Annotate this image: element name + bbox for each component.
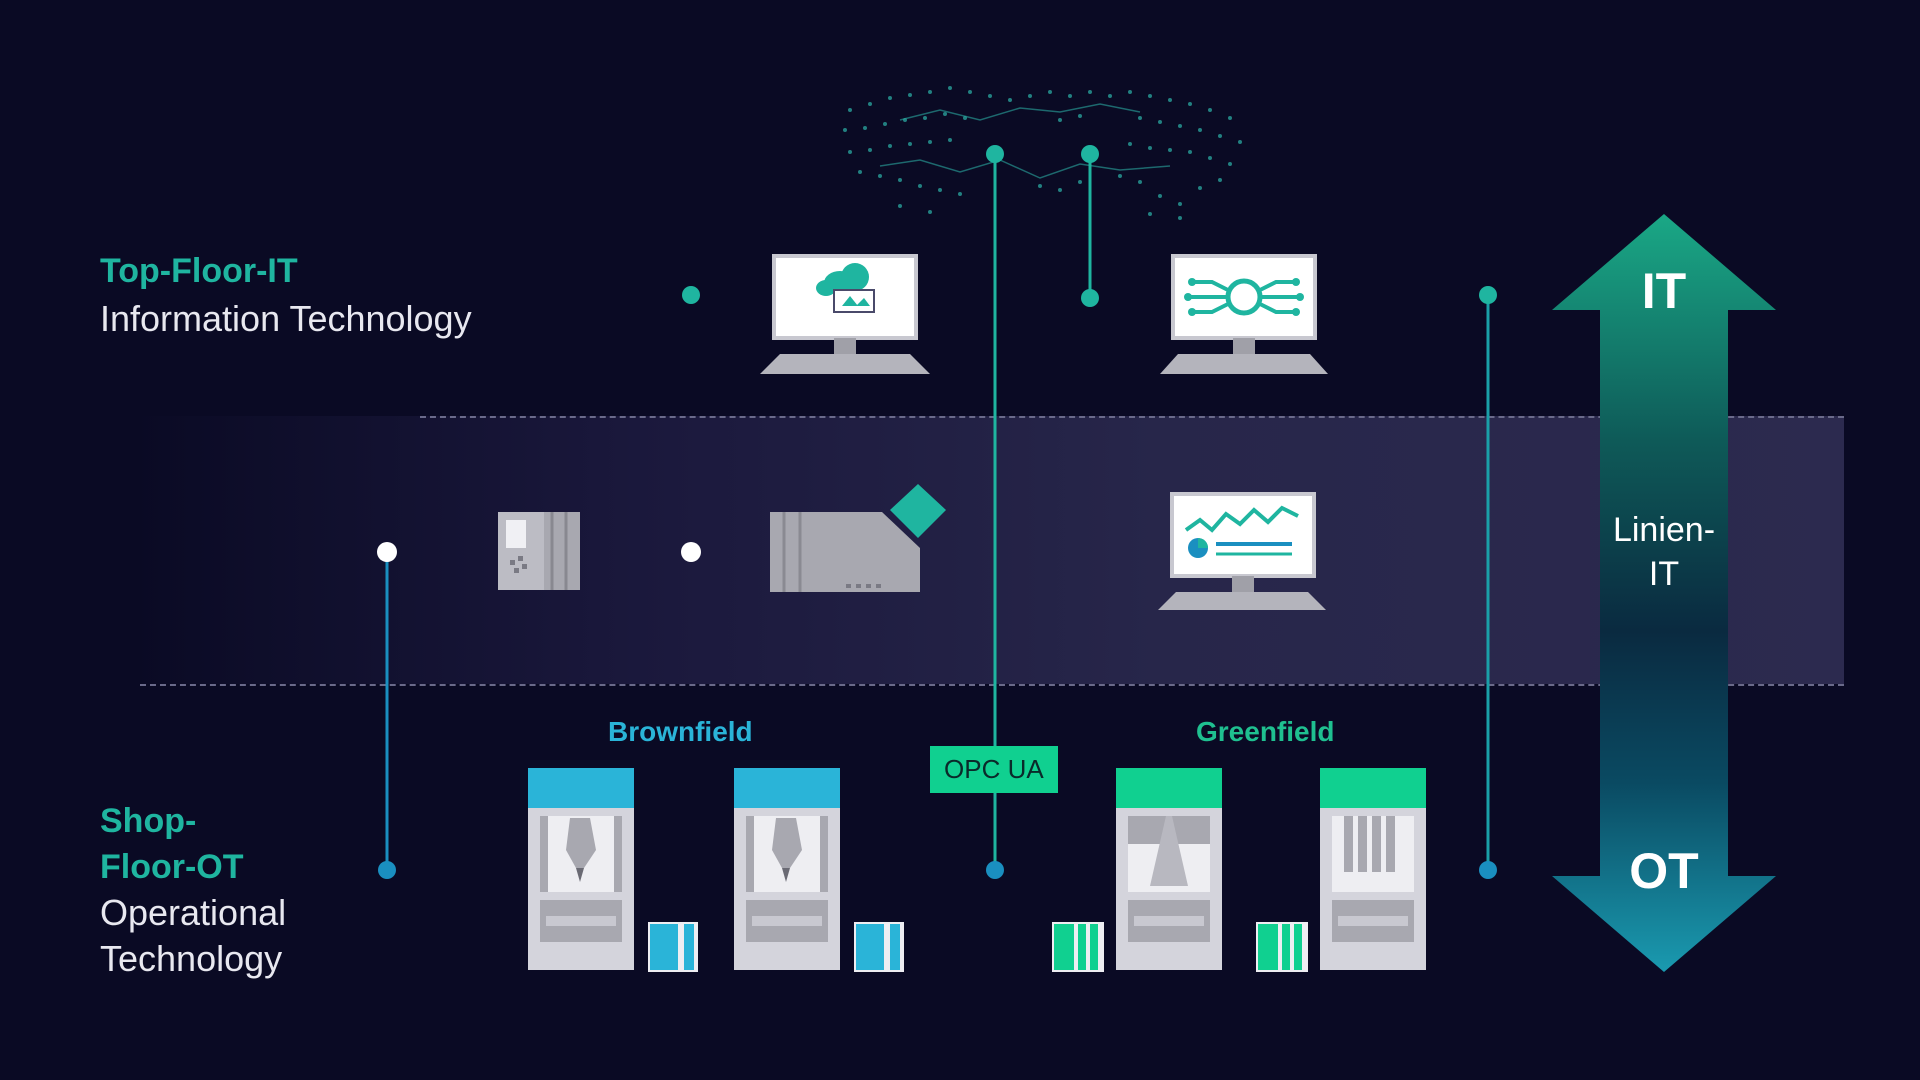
linien-it-label-line2: IT bbox=[1648, 555, 1680, 593]
arrow-it-label: IT bbox=[1641, 263, 1687, 319]
greenfield-label: Greenfield bbox=[1196, 716, 1335, 747]
line-it-band bbox=[130, 416, 1844, 684]
it-ot-double-arrow bbox=[1552, 214, 1776, 972]
plc-controller-icon bbox=[498, 512, 580, 590]
shop-floor-subtitle-line1: Operational bbox=[100, 892, 287, 933]
greenfield-machine-2 bbox=[1320, 768, 1426, 970]
network-hub-monitor-icon bbox=[1160, 254, 1328, 374]
brownfield-label: Brownfield bbox=[608, 716, 753, 747]
brownfield-machine-2 bbox=[734, 768, 840, 970]
arrow-ot-label: OT bbox=[1629, 843, 1699, 899]
greenfield-controller-1 bbox=[1052, 922, 1104, 972]
cloud-monitor-icon bbox=[760, 254, 930, 374]
linien-it-label-line1: Linien- bbox=[1612, 511, 1716, 549]
circuit-cloud-icon bbox=[843, 86, 1242, 220]
upper-dashed-divider bbox=[420, 416, 1844, 418]
shop-floor-title-line2: Floor-OT bbox=[100, 848, 244, 886]
lower-dashed-divider bbox=[140, 684, 1844, 686]
shop-floor-subtitle-line2: Technology bbox=[100, 938, 283, 979]
opc-ua-badge: OPC UA bbox=[930, 746, 1058, 793]
top-floor-title: Top-Floor-IT bbox=[100, 252, 298, 290]
brownfield-machine-1 bbox=[528, 768, 634, 970]
shop-floor-title-line1: Shop- bbox=[100, 802, 197, 840]
greenfield-controller-2 bbox=[1256, 922, 1308, 972]
brownfield-controller-2 bbox=[854, 922, 904, 972]
greenfield-machine-1 bbox=[1116, 768, 1222, 970]
chart-monitor-icon bbox=[1158, 492, 1326, 610]
top-floor-subtitle: Information Technology bbox=[100, 298, 472, 339]
brownfield-controller-1 bbox=[648, 922, 698, 972]
edge-device-icon bbox=[770, 484, 946, 592]
